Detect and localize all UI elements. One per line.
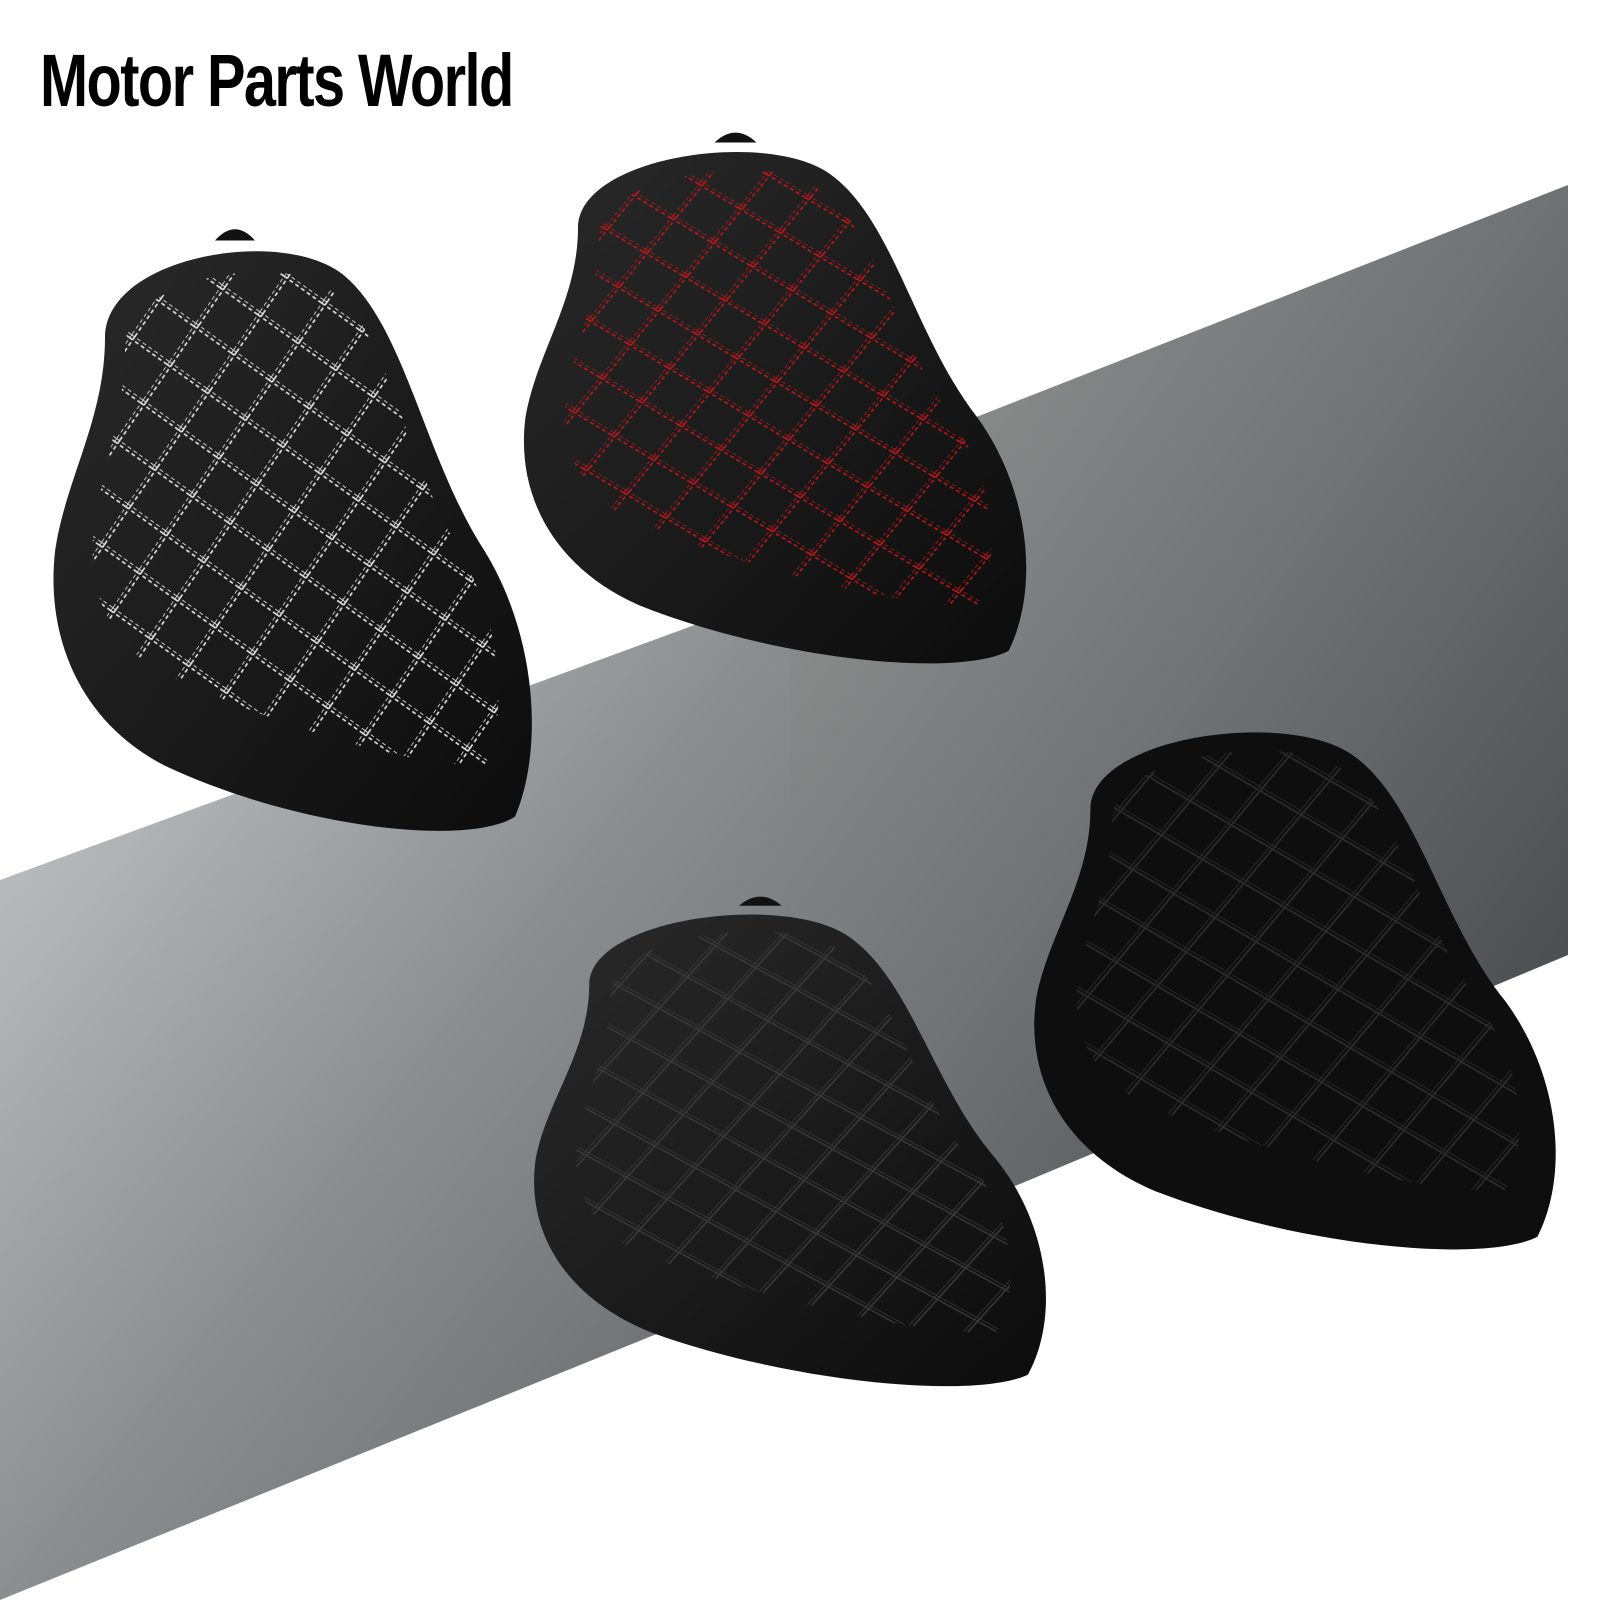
background-photo-left <box>0 590 790 1600</box>
seat-red-stitch <box>523 132 1027 664</box>
brand-title: Motor Parts World <box>40 39 514 122</box>
seat-white-stitch <box>53 229 532 831</box>
seat-black-stitch <box>534 896 1046 1387</box>
